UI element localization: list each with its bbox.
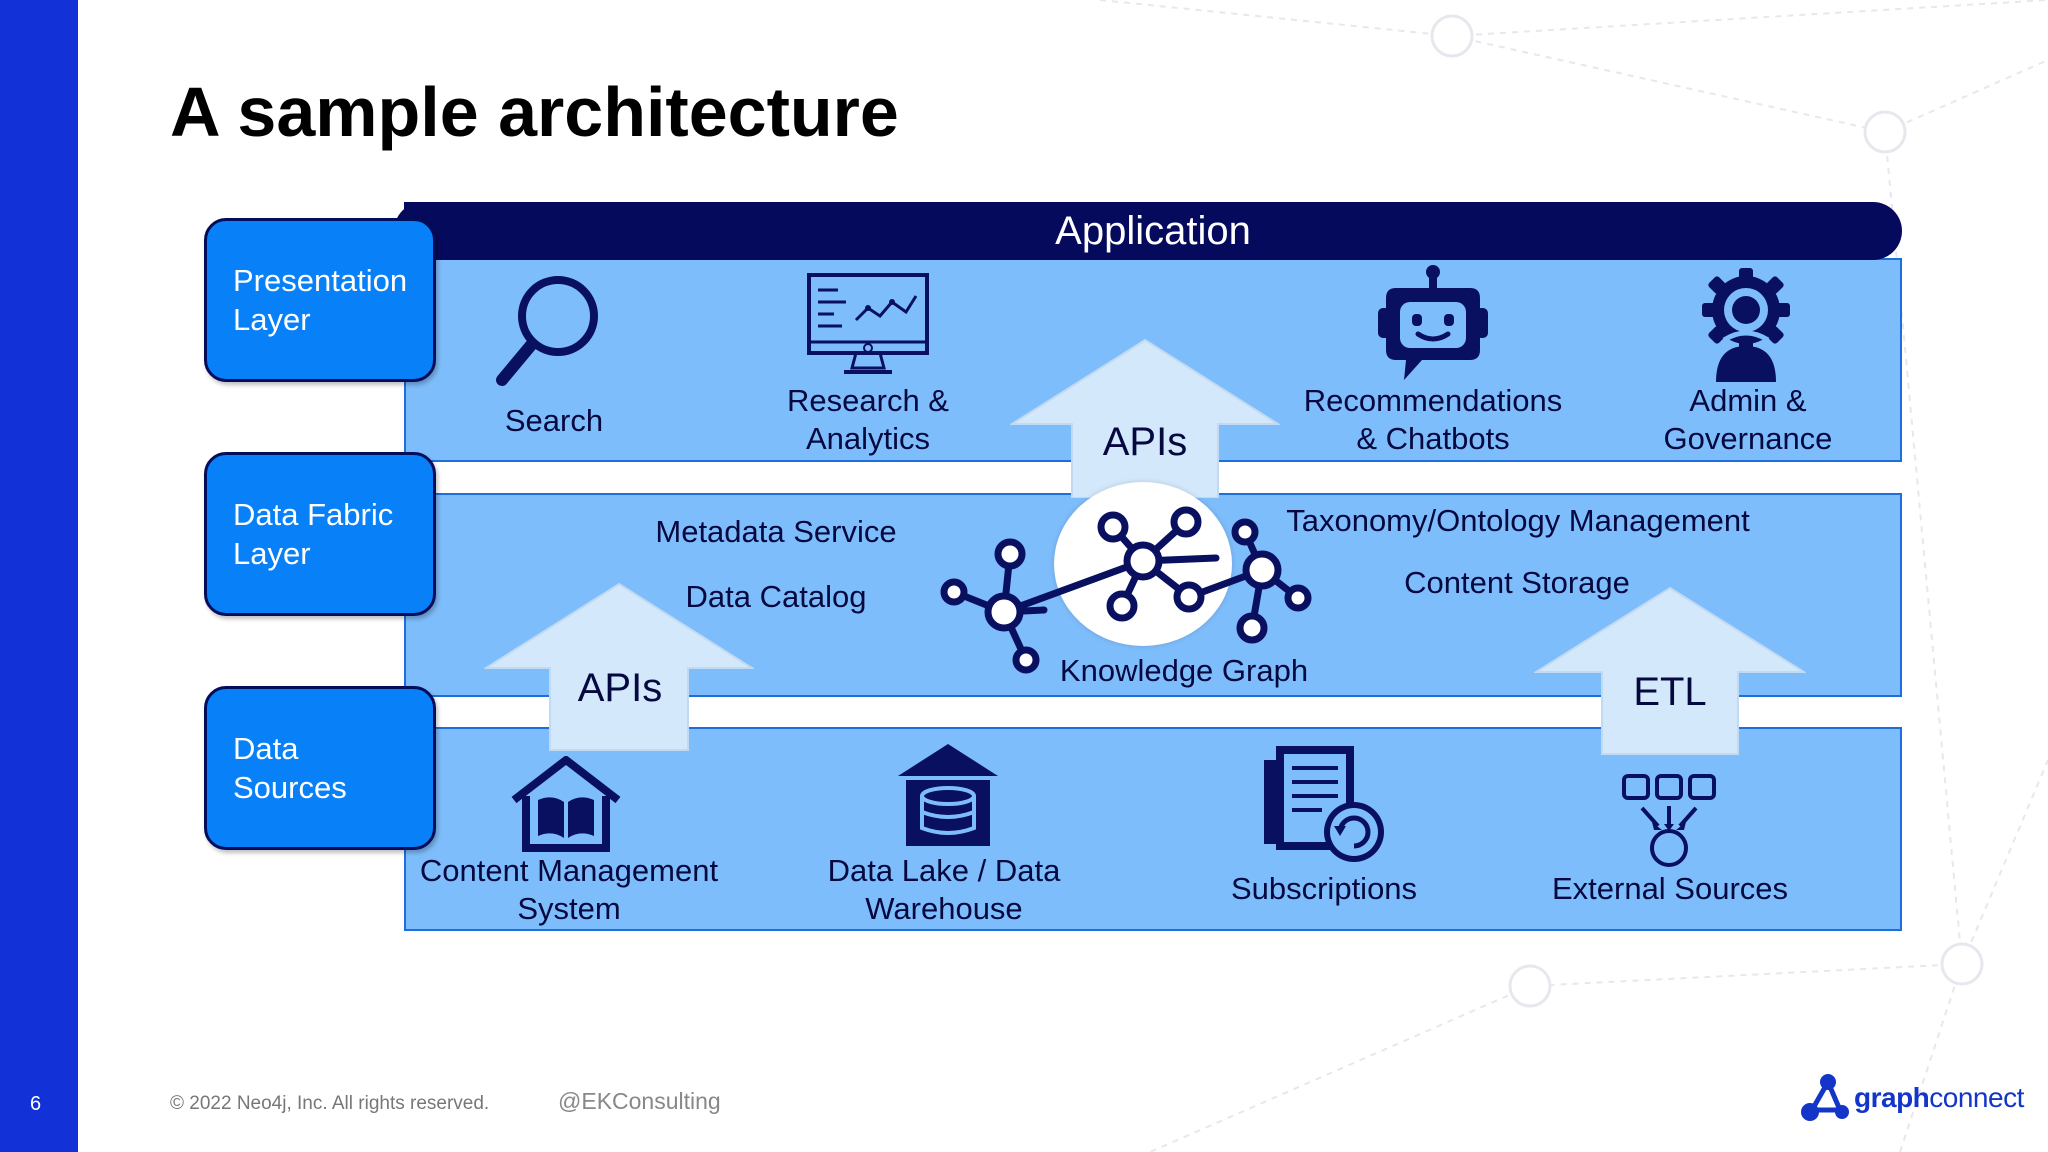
slide-title: A sample architecture <box>170 73 899 151</box>
data-sources-band <box>404 727 1902 931</box>
bottom-apis-label: APIs <box>577 666 663 710</box>
external-sources-label: External Sources <box>1551 871 1789 906</box>
subscriptions-label: Subscriptions <box>1230 871 1418 906</box>
data-lake-label: Data Lake / Data Warehouse <box>827 853 1061 926</box>
cms-house-book-icon <box>511 756 621 852</box>
application-label: Application <box>1055 208 1251 253</box>
top-apis-arrow <box>1010 338 1280 498</box>
knowledge-graph-network-icon <box>940 506 1312 674</box>
etl-arrow <box>1534 586 1806 755</box>
analytics-monitor-icon <box>807 273 929 374</box>
copyright-text: © 2022 Neo4j, Inc. All rights reserved. <box>170 1093 490 1114</box>
knowledge-graph-label: Knowledge Graph <box>1059 653 1309 688</box>
slide-number: 6 <box>30 1093 42 1115</box>
taxonomy-ontology-label: Taxonomy/Ontology Management <box>1286 503 1750 538</box>
admin-governance-label: Admin & Governance <box>1663 383 1833 456</box>
application-header: Application <box>394 202 1902 260</box>
graphconnect-logo-icon <box>1801 1074 1849 1121</box>
logo-text-bold: graph <box>1854 1082 1930 1113</box>
data-fabric-layer-text: Data Fabric Layer <box>233 497 394 571</box>
left-accent-bar <box>0 0 78 1152</box>
external-sources-icon <box>1622 774 1716 867</box>
graphconnect-logo-text: graphconnect <box>1854 1082 2024 1114</box>
cms-label: Content Management System <box>419 853 719 926</box>
research-analytics-label: Research & Analytics <box>787 383 949 456</box>
subscriptions-document-refresh-icon <box>1264 746 1384 862</box>
recommendations-chatbots-label: Recommendations & Chatbots <box>1303 383 1563 456</box>
admin-governance-gear-user-icon <box>1702 268 1790 382</box>
presentation-layer-label: Presentation Layer <box>204 218 436 382</box>
metadata-service-label: Metadata Service <box>655 514 897 549</box>
chatbot-robot-icon <box>1378 265 1488 380</box>
top-apis-label: APIs <box>1102 420 1188 464</box>
search-icon <box>496 276 598 386</box>
data-catalog-label: Data Catalog <box>685 579 867 614</box>
content-storage-label: Content Storage <box>1404 565 1630 600</box>
bottom-apis-arrow <box>484 582 754 751</box>
data-sources-layer-text: Data Sources <box>233 731 347 805</box>
data-fabric-layer-label: Data Fabric Layer <box>204 452 436 616</box>
etl-label: ETL <box>1633 670 1707 714</box>
logo-text-light: connect <box>1929 1082 2024 1113</box>
data-sources-layer-label: Data Sources <box>204 686 436 850</box>
data-lake-warehouse-icon <box>898 744 998 846</box>
search-label: Search <box>504 403 604 438</box>
twitter-handle: @EKConsulting <box>558 1088 721 1114</box>
presentation-layer-text: Presentation Layer <box>233 263 408 337</box>
